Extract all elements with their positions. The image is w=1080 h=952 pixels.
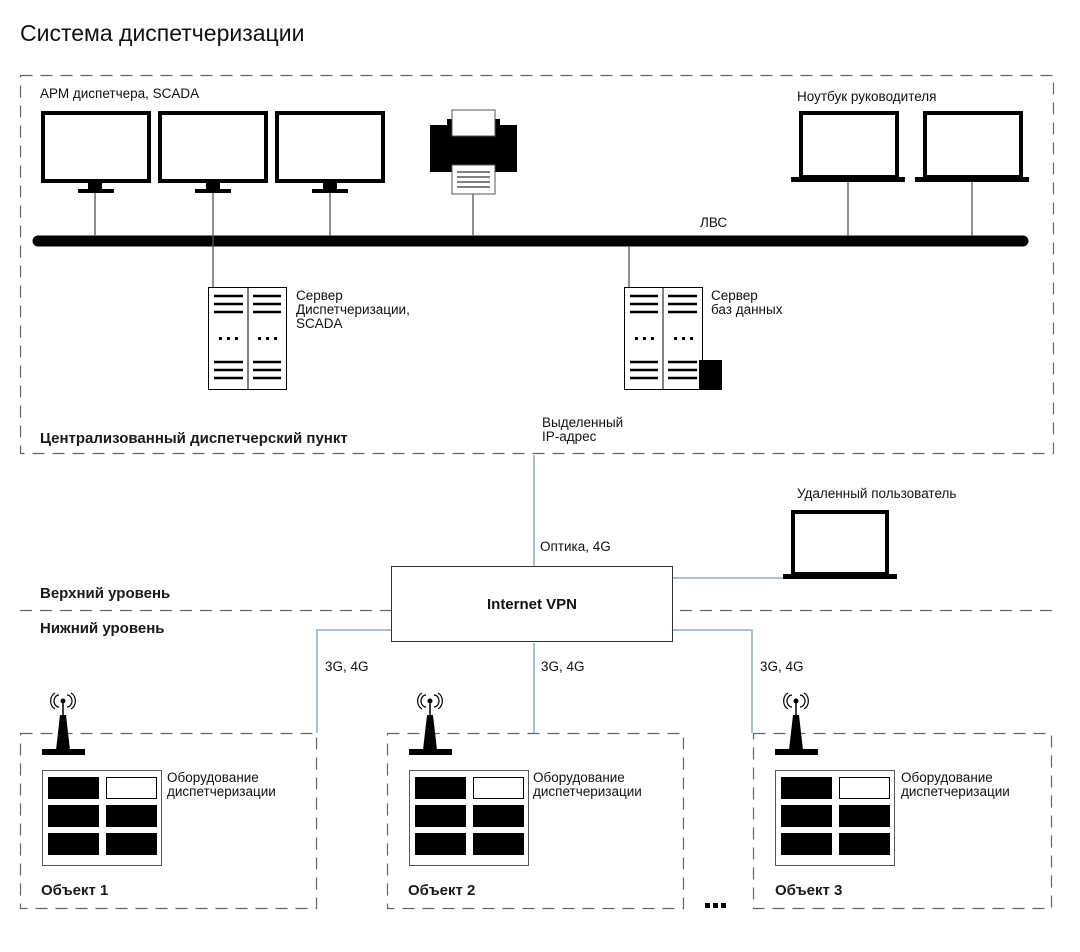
network-links xyxy=(316,455,792,733)
module-active xyxy=(415,777,466,799)
laptop-icon xyxy=(783,510,897,579)
module-empty xyxy=(473,777,524,799)
dispatch-center-label: Централизованный диспетчерский пункт xyxy=(40,430,348,447)
module-active xyxy=(48,805,99,827)
module-active xyxy=(781,777,832,799)
printer-icon xyxy=(430,109,517,195)
laptop-icon xyxy=(915,111,1029,182)
workstations-label: АРМ диспетчера, SCADA xyxy=(40,86,200,101)
object1-link-label: 3G, 4G xyxy=(325,659,369,674)
module-active xyxy=(839,833,890,855)
lan-drops xyxy=(94,182,973,287)
module-active xyxy=(106,805,157,827)
object2-link-label: 3G, 4G xyxy=(541,659,585,674)
uplink-label: Оптика, 4G xyxy=(540,539,611,554)
object1-link xyxy=(316,629,391,733)
object3-link-label: 3G, 4G xyxy=(760,659,804,674)
object-name: Объект 1 xyxy=(41,882,109,899)
monitor-icon xyxy=(158,111,268,193)
managers-laptops-label: Ноутбук руководителя xyxy=(797,89,937,104)
module-active xyxy=(106,833,157,855)
static-ip-label: Выделенный IP-адрес xyxy=(542,415,624,444)
object3-link xyxy=(673,629,753,733)
module-active xyxy=(781,833,832,855)
server-rack-icon xyxy=(208,287,287,390)
upper-level-label: Верхний уровень xyxy=(40,585,171,602)
equipment-label: Оборудование диспетчеризации xyxy=(901,770,1010,799)
module-active xyxy=(839,805,890,827)
remote-user-label: Удаленный пользователь xyxy=(797,486,957,501)
module-empty xyxy=(839,777,890,799)
vpn-label: Internet VPN xyxy=(486,595,577,613)
page-title: Система диспетчеризации xyxy=(20,20,305,46)
object-name: Объект 2 xyxy=(408,882,476,899)
module-empty xyxy=(106,777,157,799)
object-site-3 xyxy=(752,732,1053,910)
object-site-2 xyxy=(386,732,685,910)
module-active xyxy=(415,833,466,855)
equipment-label: Оборудование диспетчеризации xyxy=(533,770,642,799)
object-name: Объект 3 xyxy=(775,882,843,899)
object-site-1 xyxy=(19,732,318,910)
db-server-label: Сервер баз данных xyxy=(711,288,783,317)
internet-vpn-node: Internet VPN xyxy=(391,566,673,642)
module-active xyxy=(48,777,99,799)
equipment-cabinet-icon xyxy=(42,770,162,866)
storage-icon xyxy=(699,360,722,390)
module-active xyxy=(781,805,832,827)
lan-label: ЛВС xyxy=(700,215,728,230)
module-active xyxy=(48,833,99,855)
laptop-icon xyxy=(791,111,905,182)
module-active xyxy=(473,805,524,827)
antenna-icon xyxy=(42,692,85,755)
more-objects-indicator xyxy=(705,903,726,908)
monitor-icon xyxy=(41,111,151,193)
dispatch-center-boundary xyxy=(19,74,1055,455)
equipment-cabinet-icon xyxy=(775,770,895,866)
module-active xyxy=(415,805,466,827)
lower-level-label: Нижний уровень xyxy=(40,620,165,637)
antenna-icon xyxy=(409,692,452,755)
equipment-cabinet-icon xyxy=(409,770,529,866)
equipment-label: Оборудование диспетчеризации xyxy=(167,770,276,799)
antenna-icon xyxy=(775,692,818,755)
monitor-icon xyxy=(275,111,385,193)
module-active xyxy=(473,833,524,855)
database-server-icon xyxy=(624,287,722,390)
dispatch-server-label: Сервер Диспетчеризации, SCADA xyxy=(296,288,410,331)
